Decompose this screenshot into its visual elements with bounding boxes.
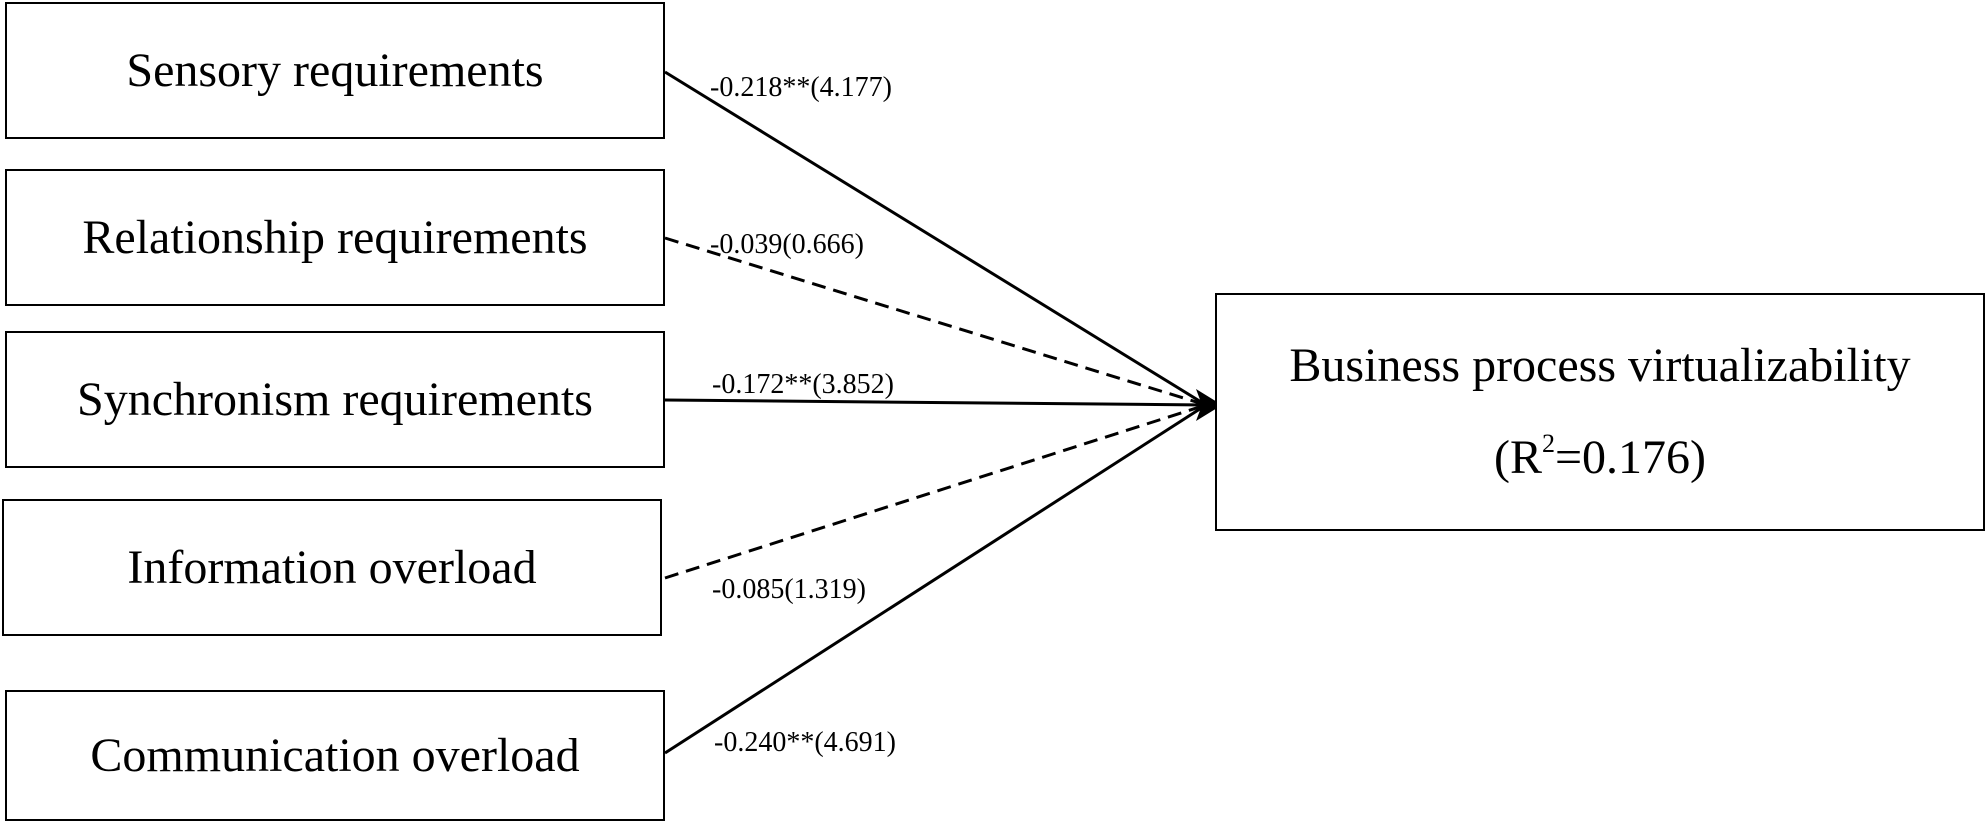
predictor-label: Relationship requirements bbox=[82, 210, 588, 264]
predictor-box-communication: Communication overload bbox=[5, 690, 665, 821]
predictor-box-information: Information overload bbox=[2, 499, 662, 636]
predictor-box-synchronism: Synchronism requirements bbox=[5, 331, 665, 468]
predictor-label: Information overload bbox=[127, 540, 537, 594]
r-squared-label: (R2=0.176) bbox=[1493, 429, 1707, 484]
path-line-synchronism bbox=[664, 398, 1207, 407]
path-line-relationship bbox=[664, 236, 1207, 407]
outcome-label: Business process virtualizability bbox=[1289, 339, 1911, 392]
coefficient-label-relationship: -0.039(0.666) bbox=[710, 229, 864, 260]
coefficient-label-synchronism: -0.172**(3.852) bbox=[712, 369, 894, 400]
outcome-box: Business process virtualizability (R2=0.… bbox=[1215, 293, 1985, 531]
predictor-label: Communication overload bbox=[90, 728, 580, 782]
coefficient-label-sensory: -0.218**(4.177) bbox=[710, 72, 892, 103]
predictor-label: Synchronism requirements bbox=[77, 372, 593, 426]
coefficient-label-information: -0.085(1.319) bbox=[712, 574, 866, 605]
predictor-box-sensory: Sensory requirements bbox=[5, 2, 665, 139]
path-line-information bbox=[664, 403, 1207, 580]
predictor-box-relationship: Relationship requirements bbox=[5, 169, 665, 306]
path-line-sensory bbox=[664, 70, 1207, 407]
arrowhead-icon bbox=[1196, 389, 1222, 421]
path-line-communication bbox=[664, 403, 1207, 755]
predictor-label: Sensory requirements bbox=[126, 43, 544, 97]
coefficient-label-communication: -0.240**(4.691) bbox=[714, 727, 896, 758]
